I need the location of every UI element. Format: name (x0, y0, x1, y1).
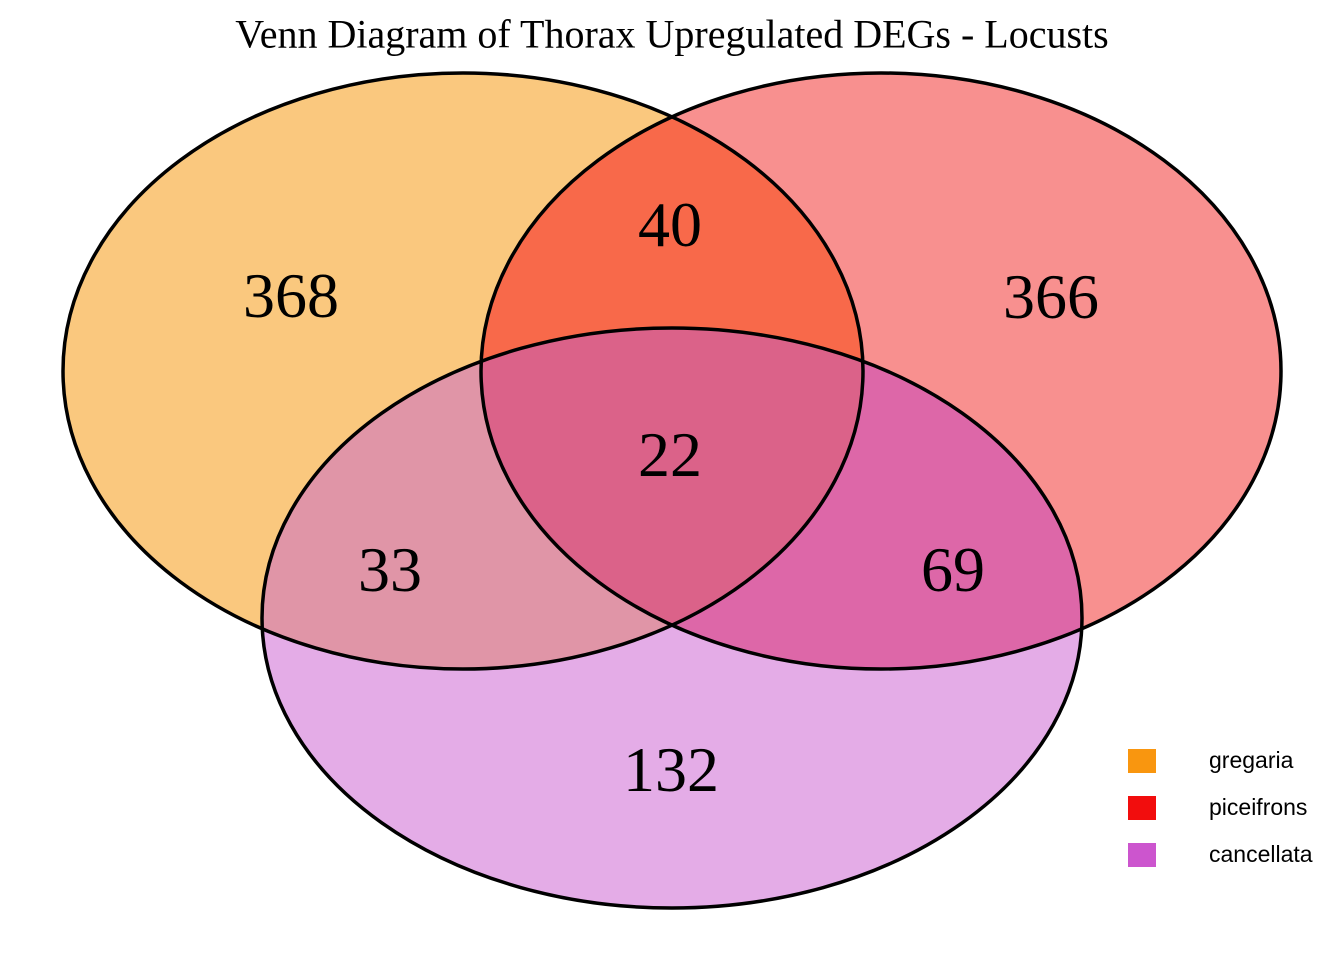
legend-item-piceifrons: piceifrons (1128, 794, 1313, 820)
count-piceifrons-cancellata: 69 (921, 534, 985, 605)
count-gregaria-piceifrons: 40 (638, 189, 702, 260)
legend-swatch-cancellata (1128, 842, 1156, 867)
legend-label-gregaria: gregaria (1209, 747, 1294, 773)
count-piceifrons-only: 366 (1003, 261, 1099, 332)
legend-label-piceifrons: piceifrons (1209, 794, 1308, 820)
legend-swatch-gregaria (1128, 748, 1156, 773)
count-gregaria-only: 368 (243, 260, 339, 331)
count-all-three: 22 (638, 419, 702, 490)
ellipse-outline-cancellata (260, 326, 1084, 910)
legend: gregaria piceifrons cancellata (1128, 747, 1313, 867)
ellipse-outline-piceifrons (479, 71, 1283, 671)
region-all-three (481, 328, 863, 669)
legend-item-cancellata: cancellata (1128, 841, 1313, 867)
legend-label-cancellata: cancellata (1209, 841, 1313, 867)
legend-item-gregaria: gregaria (1128, 747, 1313, 773)
ellipse-outline-gregaria (61, 71, 865, 671)
legend-swatch-piceifrons (1128, 795, 1156, 820)
chart-title: Venn Diagram of Thorax Upregulated DEGs … (235, 11, 1109, 57)
count-cancellata-only: 132 (623, 734, 719, 805)
count-gregaria-cancellata: 33 (358, 534, 422, 605)
